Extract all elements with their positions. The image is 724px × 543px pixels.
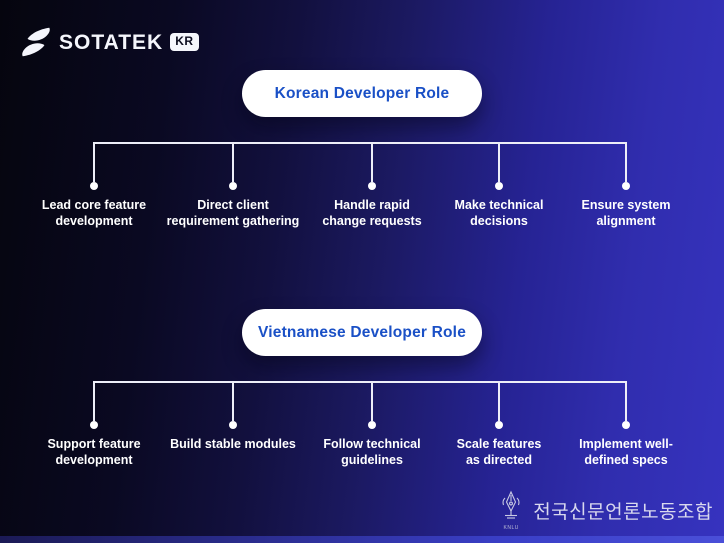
connector-dot xyxy=(622,421,630,429)
tree-horizontal-line xyxy=(93,381,627,383)
branch-label: Implement well-defined specs xyxy=(579,437,673,467)
connector-dot xyxy=(495,182,503,190)
connector-line xyxy=(371,142,373,182)
role-pill-vietnamese: Vietnamese Developer Role xyxy=(242,309,482,356)
connector-line xyxy=(232,381,234,421)
branch-label: Build stable modules xyxy=(170,437,296,451)
connector-dot xyxy=(368,182,376,190)
connector-dot xyxy=(229,182,237,190)
union-name: 전국신문언론노동조합 xyxy=(533,502,713,523)
connector-dot xyxy=(368,421,376,429)
connector-dot xyxy=(229,421,237,429)
tree-horizontal-line xyxy=(93,142,627,144)
connector-dot xyxy=(90,421,98,429)
pill-title: Korean Developer Role xyxy=(274,84,450,102)
branch: Build stable modules xyxy=(151,381,315,453)
kr-badge: KR xyxy=(170,33,199,51)
connector-line xyxy=(93,381,95,421)
connector-line xyxy=(498,142,500,182)
connector-line xyxy=(625,381,627,421)
swallow-icon xyxy=(22,27,50,57)
connector-line xyxy=(625,142,627,182)
connector-dot xyxy=(90,182,98,190)
connector-dot xyxy=(495,421,503,429)
knlu-logo: KNLU 전국신문언론노동조합 xyxy=(499,490,713,531)
connector-dot xyxy=(622,182,630,190)
connector-line xyxy=(498,381,500,421)
brand-name: SOTATEK xyxy=(59,30,164,54)
role-pill-korean: Korean Developer Role xyxy=(242,70,482,117)
connector-line xyxy=(371,381,373,421)
pen-nib-icon xyxy=(502,490,520,519)
connector-line xyxy=(93,142,95,182)
branch: Implement well-defined specs xyxy=(544,381,708,468)
pill-title: Vietnamese Developer Role xyxy=(257,323,467,341)
bottom-accent-strip xyxy=(0,536,724,543)
knlu-caption: KNLU xyxy=(503,525,519,531)
connector-line xyxy=(232,142,234,182)
sotatek-logo: SOTATEK KR xyxy=(20,26,199,58)
